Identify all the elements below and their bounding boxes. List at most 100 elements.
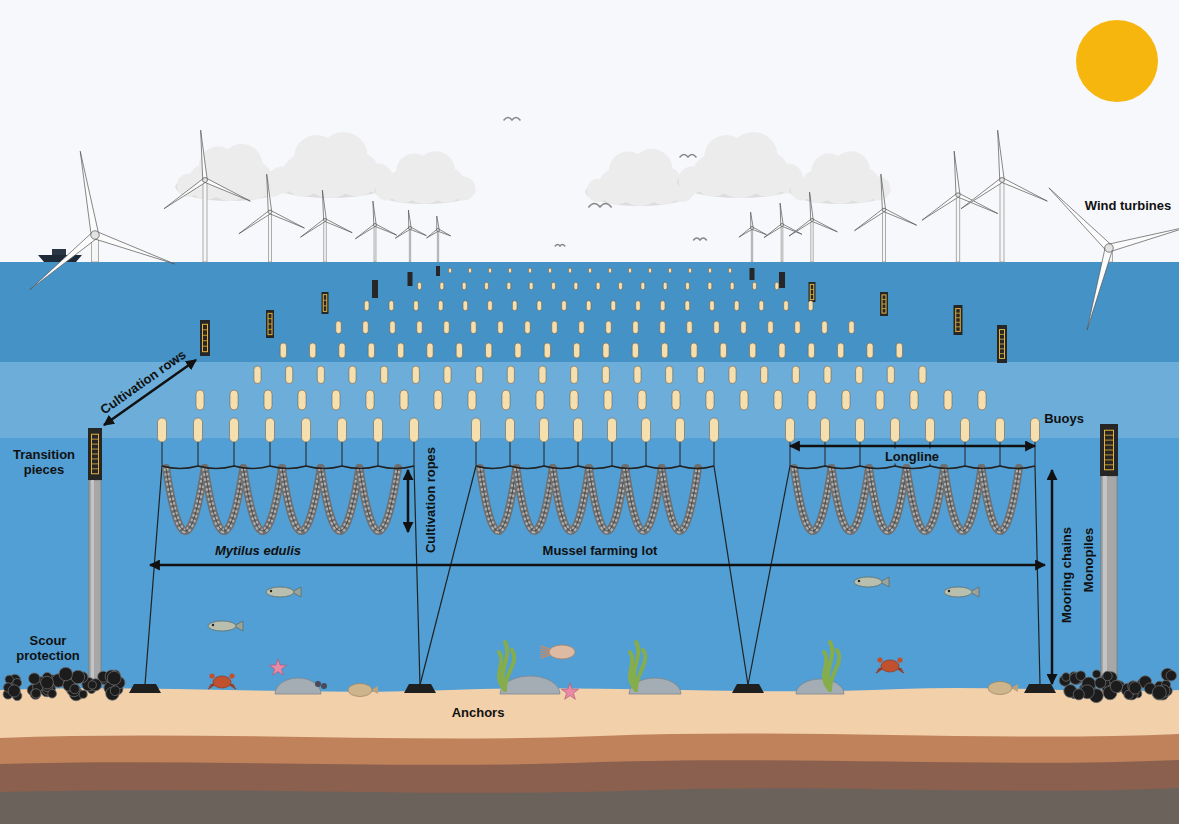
scour-rock [1073,689,1084,700]
buoy [761,366,768,384]
fish-body [266,587,294,597]
turbine-blade [954,151,960,195]
buoy [710,301,715,311]
turbine-blade [373,201,376,225]
rope-core [662,468,698,531]
turbine-hub [203,178,208,183]
sediment-layer [0,760,1179,824]
buoy [539,366,546,384]
fish-body [854,577,882,587]
scour-rock [107,671,121,685]
buoy [456,343,462,358]
rope-core [982,468,1020,531]
buoy [775,282,779,290]
buoy [842,390,850,410]
buoy [808,390,816,410]
seabed-scene [3,642,1176,703]
buoy [488,301,493,311]
buoy [697,366,704,384]
ladder-rung [92,444,99,445]
mussel-texture [166,468,205,531]
mussel-rope [553,468,589,531]
turbine-hub [882,208,886,212]
cloud [677,132,803,198]
anchor-block [404,684,436,693]
scour-rock [88,681,96,689]
buoy-line [544,442,545,466]
turbine-blade [739,227,753,237]
crab-claw [897,657,902,662]
bird [694,238,707,240]
buoy [720,343,726,358]
cloud-puff [791,179,813,201]
buoy [944,390,952,410]
buoy [774,390,782,410]
scour-rock [1076,671,1086,681]
seabed-rock [796,679,844,694]
water-scene [30,118,1179,693]
buoy [389,301,394,311]
buoy [463,301,468,311]
ladder-rung [323,305,327,306]
mussel-texture [869,468,907,531]
mussel-texture [321,468,360,531]
part-label: Mytilus edulis [215,543,301,558]
buoy [537,301,542,311]
mooring-chain [714,466,748,685]
buoy [660,301,665,311]
cloud-puff [866,176,890,200]
buoy [686,282,690,290]
ladder-rung [203,346,208,347]
ladder-rung [1105,440,1114,441]
buoy [444,321,450,334]
mussel-rope [243,468,282,531]
ladder-rung [956,317,961,318]
transition-piece [408,272,413,286]
mussel-rope [589,468,625,531]
ladder-rung [1105,445,1114,446]
buoy [540,418,549,442]
part-label: Mooring chains [1059,527,1074,623]
wind-turbine [764,203,802,288]
ladder [810,284,814,299]
turbine-hub [1105,244,1114,253]
cloud-puff [679,167,706,194]
buoy [468,390,476,410]
seaweed [636,650,645,690]
turbine-blade [751,227,766,235]
buoy [302,418,311,442]
buoy [636,301,641,311]
buoy [417,321,423,334]
buoy [729,366,736,384]
buoy [472,418,481,442]
transition-piece [880,292,888,316]
buoy [529,282,533,290]
turbine-tower [324,220,326,262]
rope-core [589,468,625,531]
buoy [525,321,531,334]
mussel-texture [982,468,1020,531]
scour-rock [71,670,85,684]
buoy [642,418,651,442]
turbine-hub [91,231,100,240]
buoy [784,301,789,311]
wind-turbine [855,174,917,316]
wind-turbine [427,216,451,276]
ladder-rung [92,439,99,440]
buoy [486,343,492,358]
crab-body [213,676,231,688]
scour-rock [1110,680,1122,692]
buoy [768,321,774,334]
buoy [672,390,680,410]
mussel-texture [205,468,244,531]
buoy [438,301,443,311]
wind-turbine [739,212,767,280]
buoy [629,268,632,273]
scour-rock [1152,686,1166,700]
buoy [609,268,612,273]
wind-turbine [355,201,396,298]
buoy [691,343,697,358]
sky [0,0,1179,263]
buoy [961,418,970,442]
